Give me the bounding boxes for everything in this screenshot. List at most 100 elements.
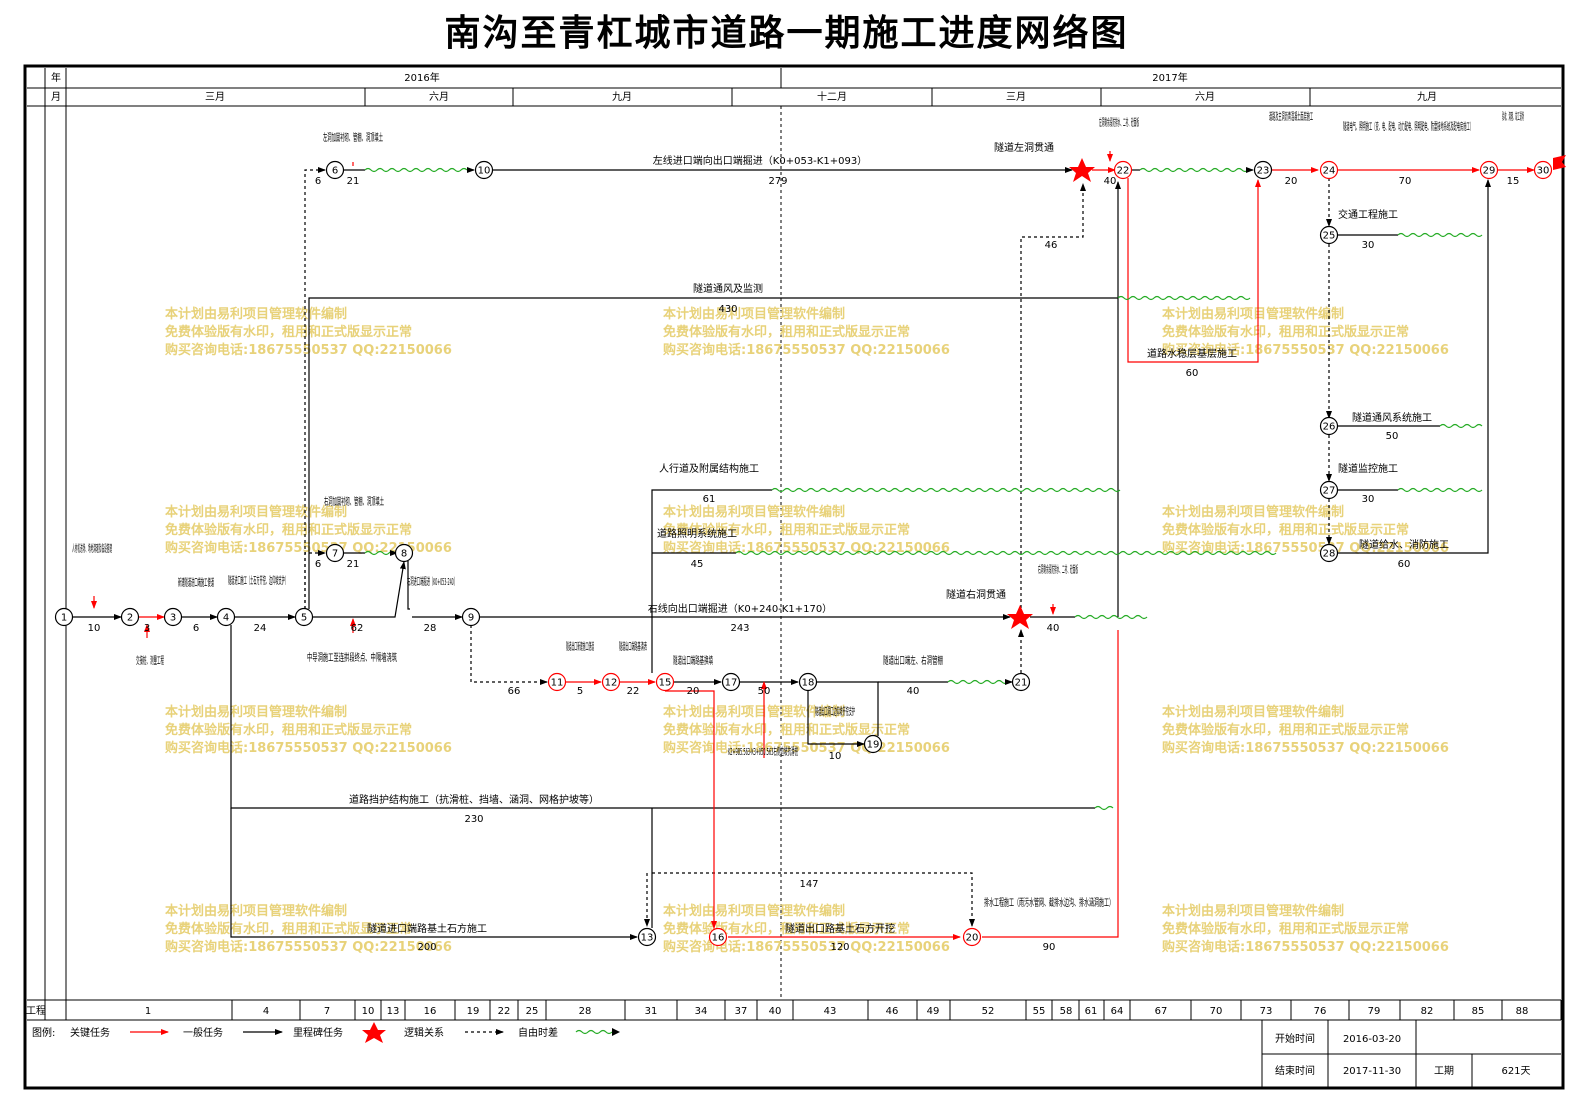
event-node xyxy=(601,672,621,692)
week-number: 58 xyxy=(1060,1006,1073,1017)
event-node-number: 30 xyxy=(1537,166,1550,177)
week-number: 22 xyxy=(498,1006,511,1017)
task-label: 隧道出口路基土石方开挖 xyxy=(785,922,895,935)
watermark-text: 免费体验版有水印，租用和正式版显示正常 xyxy=(663,722,910,738)
task-label: 左洞加固衬砌、管棚、洞顶填土 xyxy=(323,131,383,144)
month-label: 三月 xyxy=(205,91,225,103)
month-label: 九月 xyxy=(612,91,632,103)
task-label: 中导洞施工至连拱段终点、中隔墙浇筑 xyxy=(307,651,397,664)
watermark-text: 本计划由易利项目管理软件编制 xyxy=(663,903,845,919)
week-number: 70 xyxy=(1210,1006,1223,1017)
task-lag: 6 xyxy=(315,559,321,570)
year-2017: 2017年 xyxy=(1152,71,1187,84)
watermark-text: 本计划由易利项目管理软件编制 xyxy=(165,903,347,919)
task-label: 左线进口端向出口端掘进（K0+053-K1+093） xyxy=(653,154,867,167)
week-scale-label: 工程 xyxy=(26,1005,46,1017)
event-node xyxy=(1319,225,1339,245)
duration-value: 621天 xyxy=(1501,1066,1530,1077)
week-number: 1 xyxy=(145,1006,151,1017)
task-duration: 200 xyxy=(417,942,436,953)
task-duration: 10 xyxy=(829,751,842,762)
watermark-text: 本计划由易利项目管理软件编制 xyxy=(165,504,347,520)
duration-label: 工期 xyxy=(1434,1065,1454,1077)
event-node-number: 26 xyxy=(1323,422,1336,433)
week-number: 10 xyxy=(362,1006,375,1017)
task-label: 右洞加固衬砌、管棚、洞顶填土 xyxy=(324,495,384,508)
watermark-text: 本计划由易利项目管理软件编制 xyxy=(1162,306,1344,322)
task-label: 隧道进口端路基土石方施工 xyxy=(367,922,487,935)
event-node-number: 18 xyxy=(802,678,815,689)
event-node xyxy=(1253,160,1273,180)
month-header: 月 xyxy=(51,91,61,103)
event-node-number: 17 xyxy=(725,678,738,689)
watermark-text: 本计划由易利项目管理软件编制 xyxy=(663,704,845,720)
task-duration: 24 xyxy=(254,623,267,634)
task-label: 隧道出口端路基换填 xyxy=(673,654,713,667)
watermark-text: 购买咨询电话:18675550537 QQ:22150066 xyxy=(663,342,950,358)
week-number: 88 xyxy=(1516,1006,1529,1017)
event-node xyxy=(325,543,345,563)
task-label: 隧道出口洞口边仰坡开挖支护 xyxy=(815,705,855,718)
week-number: 37 xyxy=(735,1006,748,1017)
task-duration: 230 xyxy=(464,814,483,825)
task-duration: 60 xyxy=(1186,368,1199,379)
week-number: 82 xyxy=(1421,1006,1434,1017)
event-node xyxy=(1319,416,1339,436)
event-node-number: 11 xyxy=(551,678,564,689)
week-number: 19 xyxy=(467,1006,480,1017)
watermark-text: 免费体验版有水印，租用和正式版显示正常 xyxy=(1162,324,1409,340)
task-label: 右线向出口端掘进（K0+240-K1+170） xyxy=(648,602,832,615)
event-node xyxy=(1319,543,1339,563)
event-node-number: 25 xyxy=(1323,231,1336,242)
task-duration: 5 xyxy=(577,686,583,697)
event-node xyxy=(120,607,140,627)
week-number: 7 xyxy=(324,1006,330,1017)
event-node xyxy=(54,607,74,627)
task-label: 右洞进口端掘进（K0+053-240） xyxy=(407,575,457,588)
task-duration: 10 xyxy=(88,623,101,634)
task-label: 道路水稳层基层施工 xyxy=(1147,347,1237,360)
event-node-number: 28 xyxy=(1323,549,1336,560)
event-node xyxy=(474,160,494,180)
event-node-number: 19 xyxy=(867,740,880,751)
watermark-text: 本计划由易利项目管理软件编制 xyxy=(1162,504,1344,520)
week-number: 64 xyxy=(1111,1006,1124,1017)
start-time-value: 2016-03-20 xyxy=(1343,1034,1401,1045)
watermark-text: 免费体验版有水印，租用和正式版显示正常 xyxy=(165,921,412,937)
milestone-left-tunnel xyxy=(1069,158,1095,182)
legend-label: 图例: xyxy=(32,1026,55,1039)
event-node xyxy=(1533,160,1553,180)
end-time-label: 结束时间 xyxy=(1275,1064,1315,1077)
event-node xyxy=(547,672,567,692)
watermark-text: 免费体验版有水印，租用和正式版显示正常 xyxy=(663,324,910,340)
task-label: 新建隧道进口端施工便道 xyxy=(178,576,214,589)
event-node-number: 22 xyxy=(1117,166,1130,177)
event-node xyxy=(721,672,741,692)
event-node xyxy=(1479,160,1499,180)
watermark-text: 免费体验版有水印，租用和正式版显示正常 xyxy=(1162,921,1409,937)
watermark-text: 免费体验版有水印，租用和正式版显示正常 xyxy=(165,522,412,538)
watermark-text: 购买咨询电话:18675550537 QQ:22150066 xyxy=(1162,342,1449,358)
task-duration: 60 xyxy=(1398,559,1411,570)
task-lag: 6 xyxy=(315,176,321,187)
watermark-text: 购买咨询电话:18675550537 QQ:22150066 xyxy=(663,740,950,756)
task-duration: 40 xyxy=(907,686,920,697)
task-label: 隧道进口施工（土石方开挖、边仰坡支护） xyxy=(228,574,288,587)
task-label: 道路及主洞沥青混凝土面层施工 xyxy=(1269,110,1313,123)
watermark-text: 本计划由易利项目管理软件编制 xyxy=(663,504,845,520)
week-number: 16 xyxy=(424,1006,437,1017)
task-duration: 120 xyxy=(830,942,849,953)
week-number: 79 xyxy=(1368,1006,1381,1017)
watermark-text: 本计划由易利项目管理软件编制 xyxy=(165,306,347,322)
event-node xyxy=(1319,160,1339,180)
task-duration: 45 xyxy=(691,559,704,570)
event-node xyxy=(1011,672,1031,692)
event-node xyxy=(325,160,345,180)
event-node xyxy=(863,734,883,754)
event-node xyxy=(798,672,818,692)
task-duration: 20 xyxy=(1285,176,1298,187)
event-node-number: 16 xyxy=(712,933,725,944)
task-label: 隧道给水、消防施工 xyxy=(1359,538,1449,551)
watermark-text: 购买咨询电话:18675550537 QQ:22150066 xyxy=(663,540,950,556)
event-node-number: 8 xyxy=(401,549,407,560)
